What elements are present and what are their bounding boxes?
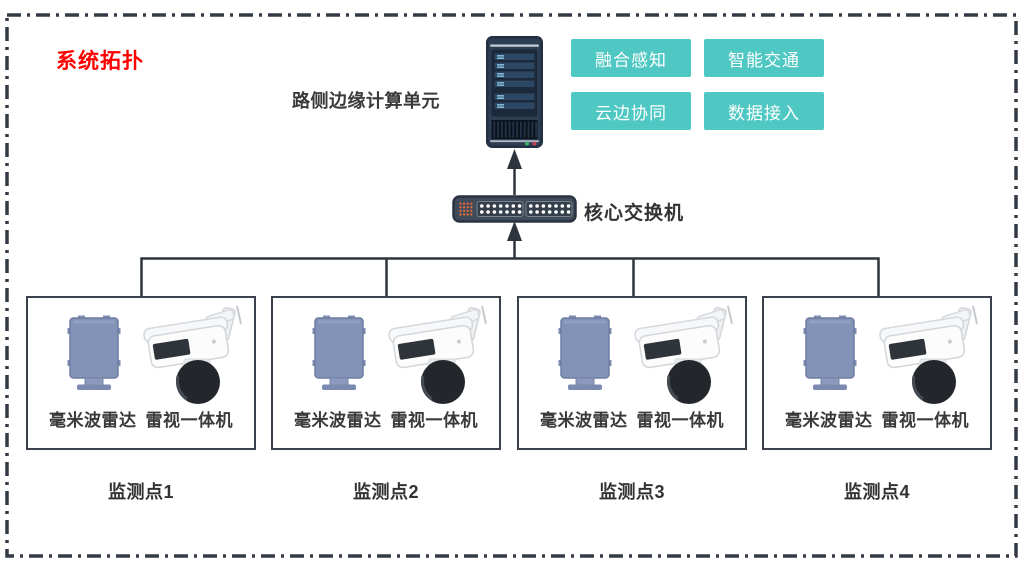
monitoring-point-box-4: 毫米波雷达 雷视一体机 [762,296,992,450]
radar-vision-camera-icon [878,300,984,406]
radar-label: 毫米波雷达 [785,411,873,430]
monitoring-point-box-1: 毫米波雷达 雷视一体机 [26,296,256,450]
monitoring-point-label-4: 监测点4 [843,482,910,502]
radar-label: 毫米波雷达 [294,411,382,430]
edge-unit-label: 路侧边缘计算单元 [292,91,440,111]
radar-label: 毫米波雷达 [49,411,137,430]
capability-badge-cloud-edge: 云边协同 [571,92,691,130]
mmwave-radar-icon [311,314,367,394]
device-labels: 毫米波雷达 雷视一体机 [764,406,990,431]
device-labels: 毫米波雷达 雷视一体机 [519,406,745,431]
capability-badge-fusion-perception: 融合感知 [571,39,691,77]
mmwave-radar-icon [557,314,613,394]
badge-label: 云边协同 [595,103,667,123]
monitoring-point-label-1: 监测点1 [107,482,174,502]
arrow-to-server [507,149,522,169]
network-switch-icon [452,195,577,223]
page-title: 系统拓扑 [56,50,144,73]
camera-label: 雷视一体机 [636,411,724,430]
radar-vision-camera-icon [387,300,493,406]
camera-label: 雷视一体机 [390,411,478,430]
monitoring-point-box-3: 毫米波雷达 雷视一体机 [517,296,747,450]
bus-connector [140,169,880,296]
arrow-to-switch [507,221,522,241]
monitoring-point-label-2: 监测点2 [352,482,419,502]
monitoring-point-label-3: 监测点3 [598,482,665,502]
radar-vision-camera-icon [633,300,739,406]
badge-label: 智能交通 [728,50,800,70]
radar-vision-camera-icon [142,300,248,406]
mmwave-radar-icon [66,314,122,394]
server-tower-icon [486,36,543,148]
mmwave-radar-icon [802,314,858,394]
core-switch-label: 核心交换机 [584,203,685,224]
device-labels: 毫米波雷达 雷视一体机 [28,406,254,431]
capability-badge-intelligent-traffic: 智能交通 [704,39,824,77]
camera-label: 雷视一体机 [145,411,233,430]
radar-label: 毫米波雷达 [540,411,628,430]
device-labels: 毫米波雷达 雷视一体机 [273,406,499,431]
capability-badge-data-access: 数据接入 [704,92,824,130]
camera-label: 雷视一体机 [881,411,969,430]
badge-label: 数据接入 [728,103,800,123]
monitoring-point-box-2: 毫米波雷达 雷视一体机 [271,296,501,450]
badge-label: 融合感知 [595,50,667,70]
